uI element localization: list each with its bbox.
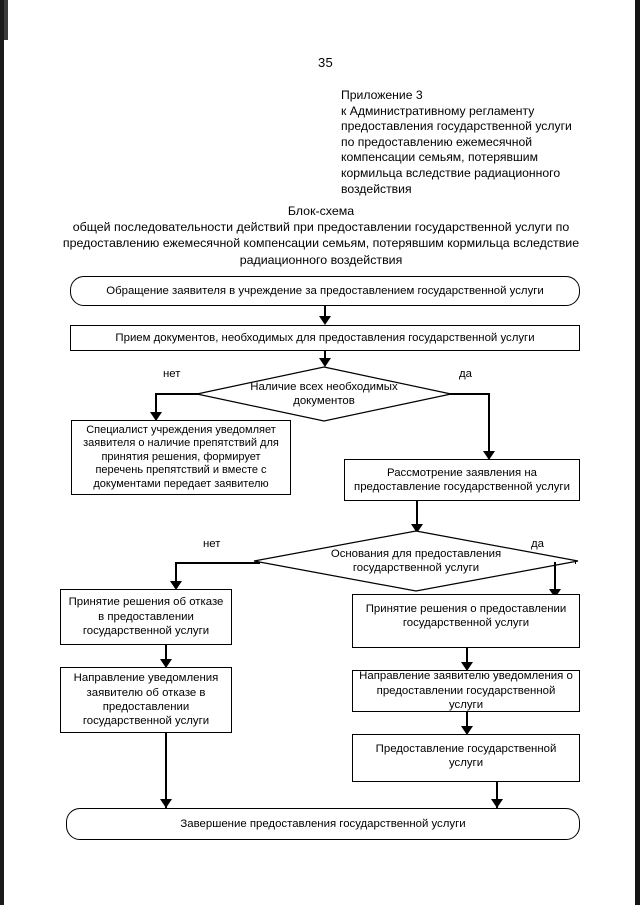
arrowhead-provision-to-end	[491, 799, 503, 808]
branch-label-d1-no: нет	[163, 368, 181, 380]
arrowhead-review-to-decision2	[411, 524, 423, 533]
connector-refusal-notice-to-end	[165, 733, 167, 808]
scan-edge-right	[635, 0, 640, 905]
header-line-7: воздействия	[341, 181, 412, 196]
arrowhead-d1-no	[150, 412, 162, 421]
connector-d1-no-vertical	[155, 393, 157, 417]
diamond-shape-1	[196, 366, 452, 422]
connector-intake-to-decision1	[324, 351, 326, 361]
flow-node-provision: Предоставление государственной услуги	[352, 734, 580, 782]
arrowhead-d2-no	[170, 581, 182, 590]
arrowhead-d2-yes	[549, 589, 561, 598]
flow-node-grant-decision: Принятие решения о предоставлении госуда…	[352, 594, 580, 648]
flow-decision-grounds: Основания для предоставления государстве…	[253, 530, 579, 592]
arrowhead-grant-notice-to-provision	[461, 726, 473, 735]
connector-grant-decision-to-notice	[466, 648, 468, 668]
flow-node-grant-notice-label: Направление заявителю уведомления о пред…	[359, 670, 573, 712]
header-line-5: компенсации семьям, потерявшим	[341, 150, 538, 165]
flow-node-review-label: Рассмотрение заявления на предоставление…	[354, 466, 570, 493]
connector-d2-no-vertical	[175, 562, 177, 586]
scan-edge-left	[0, 0, 4, 905]
connector-review-to-decision2	[416, 501, 418, 531]
flow-decision-documents-label: Наличие всех необходимых документов	[250, 380, 398, 407]
connector-refusal-decision-to-notice	[165, 645, 167, 665]
flow-node-obstacles: Специалист учреждения уведомляет заявите…	[71, 420, 291, 495]
connector-d1-yes-horizontal	[450, 393, 490, 395]
scan-edge-left-top	[4, 0, 8, 40]
arrowhead-d1-yes	[483, 451, 495, 460]
flow-node-review: Рассмотрение заявления на предоставление…	[344, 459, 580, 501]
header-line-1: Приложение 3	[341, 88, 423, 102]
flow-decision-grounds-label: Основания для предоставления государстве…	[330, 547, 502, 574]
flow-node-refusal-notice-label: Направление уведомления заявителю об отк…	[73, 672, 219, 728]
flow-node-intake-label: Прием документов, необходимых для предос…	[115, 331, 535, 344]
header-line-4: по предоставлению ежемесячной	[341, 134, 533, 149]
connector-d2-no-horizontal	[175, 562, 260, 564]
connector-d1-yes-vertical	[488, 393, 490, 455]
diamond-shape-2	[253, 530, 579, 592]
flow-node-obstacles-label: Специалист учреждения уведомляет заявите…	[83, 423, 279, 490]
branch-label-d2-yes: да	[531, 538, 544, 550]
arrowhead-start-to-intake	[319, 316, 331, 325]
arrowhead-grant-decision-to-notice	[461, 662, 473, 671]
header-line-2: к Административному регламенту	[341, 103, 535, 118]
header-line-3: предоставления государственной услуги	[341, 119, 572, 134]
appendix-header: Приложение 3 к Административному регламе…	[341, 88, 599, 197]
flow-node-refusal-decision-label: Принятие решения об отказе в предоставле…	[68, 596, 224, 638]
flow-node-grant-notice: Направление заявителю уведомления о пред…	[352, 670, 580, 712]
connector-d1-no-horizontal	[155, 393, 200, 395]
header-line-6: кормильца вследствие радиационного	[341, 165, 561, 180]
title-body: общей последовательности действий при пр…	[62, 220, 580, 267]
flow-node-end: Завершение предоставления государственно…	[66, 808, 580, 840]
arrowhead-intake-to-decision1	[319, 358, 331, 367]
flow-node-grant-decision-label: Принятие решения о предоставлении госуда…	[365, 603, 567, 630]
flow-decision-documents: Наличие всех необходимых документов	[196, 366, 452, 422]
flow-node-refusal-notice: Направление уведомления заявителю об отк…	[60, 667, 232, 733]
flow-node-refusal-decision: Принятие решения об отказе в предоставле…	[60, 589, 232, 645]
title-heading: Блок-схема	[287, 204, 355, 218]
connector-start-to-intake	[324, 306, 326, 319]
flow-node-provision-label: Предоставление государственной услуги	[375, 743, 557, 770]
connector-provision-to-end	[496, 782, 498, 808]
branch-label-d1-yes: да	[459, 368, 472, 380]
flow-node-intake: Прием документов, необходимых для предос…	[70, 325, 580, 351]
page-number: 35	[318, 55, 334, 70]
branch-label-d2-no: нет	[203, 538, 221, 550]
flow-node-end-label: Завершение предоставления государственно…	[180, 817, 466, 830]
arrowhead-refusal-notice-to-end	[160, 799, 172, 808]
flow-node-start-label: Обращение заявителя в учреждение за пред…	[106, 284, 544, 297]
connector-grant-notice-to-provision	[466, 712, 468, 732]
flow-node-start: Обращение заявителя в учреждение за пред…	[70, 276, 580, 306]
document-title: Блок-схема общей последовательности дейс…	[62, 203, 580, 268]
arrowhead-refusal-decision-to-notice	[160, 659, 172, 668]
connector-d2-yes-horizontal	[575, 562, 576, 564]
connector-d2-yes-vertical	[554, 562, 556, 594]
